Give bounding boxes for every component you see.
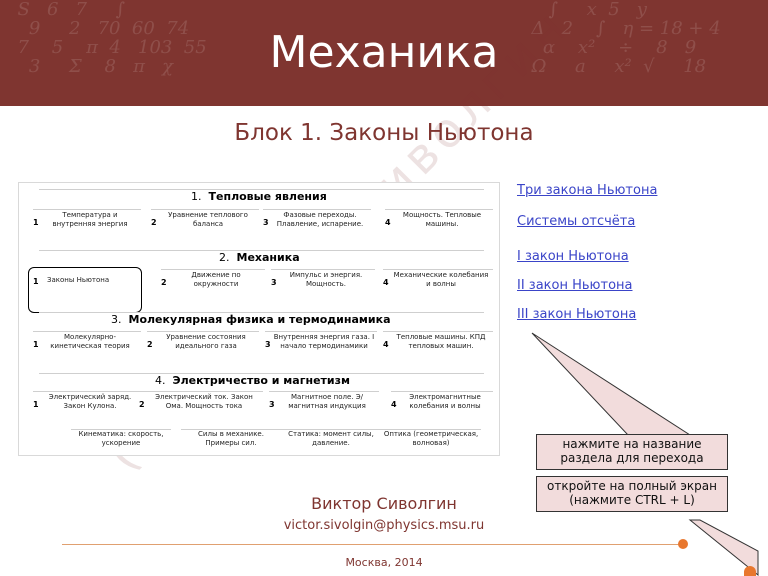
section-item[interactable]: 3 Магнитное поле. Э/магнитная индукция <box>269 391 379 420</box>
topic-diagram: 1. Тепловые явления 1 Температура и внут… <box>18 182 500 456</box>
banner-chalk-decoration-left: S 6 7 ∫ 9 2 70 60 74 7 5 π 4 103 55 3 Σ … <box>17 0 207 77</box>
author-email[interactable]: victor.sivolgin@physics.msu.ru <box>283 518 485 533</box>
section-title[interactable]: 4. Электричество и магнетизм <box>155 374 350 387</box>
section-item[interactable]: 4 Мощность. Тепловые машины. <box>385 209 493 238</box>
section-item[interactable]: 4 Тепловые машины. КПД тепловых машин. <box>383 331 493 360</box>
bottom-topic[interactable]: Кинематика: скорость, ускорение <box>71 429 171 456</box>
section-item[interactable]: 1 Молекулярно-кинетическая теория <box>33 331 141 360</box>
section-item[interactable]: 2 Уравнение теплового баланса <box>151 209 259 238</box>
section-item[interactable]: 1 Электрический заряд. Закон Кулона. <box>33 391 141 420</box>
block-title: Блок 1. Законы Ньютона <box>234 120 534 146</box>
author-name: Виктор Сиволгин <box>311 494 457 513</box>
footer-divider <box>62 544 682 545</box>
section-item[interactable]: 2 Электрический ток. Закон Ома. Мощность… <box>139 391 263 420</box>
banner-chalk-decoration-right: ∫ x 5 y Δ 2 ∫ η = 18 + 4 α x² ÷ 8 9 Ω a … <box>531 0 721 77</box>
page-title: Механика <box>269 27 499 78</box>
link-three-laws[interactable]: Три закона Ньютона <box>517 183 658 198</box>
section-item[interactable]: 3 Внутренняя энергия газа. I начало терм… <box>265 331 377 360</box>
footer-dot-icon <box>678 539 688 549</box>
bottom-topic[interactable]: Статика: момент силы, давление. <box>281 429 381 456</box>
section-item-current[interactable]: 1 Законы Ньютона <box>33 276 110 286</box>
section-item[interactable]: 2 Движение по окружности <box>161 269 265 298</box>
section-divider <box>39 189 484 190</box>
section-title[interactable]: 2. Механика <box>219 251 300 264</box>
link-second-law[interactable]: II закон Ньютона <box>517 278 633 293</box>
section-item[interactable]: 1 Температура и внутренняя энергия <box>33 209 141 238</box>
bottom-topic[interactable]: Оптика (геометрическая, волновая) <box>381 429 481 456</box>
link-first-law[interactable]: I закон Ньютона <box>517 249 629 264</box>
bottom-topic[interactable]: Силы в механике. Примеры сил. <box>181 429 281 456</box>
section-divider <box>39 312 484 313</box>
section-item[interactable]: 3 Фазовые переходы. Плавление, испарение… <box>263 209 371 238</box>
section-item[interactable]: 2 Уравнение состояния идеального газа <box>147 331 259 360</box>
corner-dot-icon <box>744 566 756 576</box>
link-reference-frames[interactable]: Системы отсчёта <box>517 214 636 229</box>
callout-navigate-hint: нажмите на название раздела для перехода <box>536 434 728 470</box>
link-third-law[interactable]: III закон Ньютона <box>517 307 637 322</box>
footer-location-year: Москва, 2014 <box>345 556 423 569</box>
section-divider <box>39 250 484 251</box>
header-banner: S 6 7 ∫ 9 2 70 60 74 7 5 π 4 103 55 3 Σ … <box>0 0 768 106</box>
section-title[interactable]: 3. Молекулярная физика и термодинамика <box>111 313 391 326</box>
section-item[interactable]: 4 Механические колебания и волны <box>383 269 493 298</box>
callout-fullscreen-hint: откройте на полный экран (нажмите CTRL +… <box>536 476 728 512</box>
section-item[interactable]: 4 Электромагнитные колебания и волны <box>391 391 493 420</box>
section-divider <box>39 373 484 374</box>
section-title[interactable]: 1. Тепловые явления <box>191 190 327 203</box>
section-item[interactable]: 3 Импульс и энергия. Мощность. <box>271 269 375 298</box>
